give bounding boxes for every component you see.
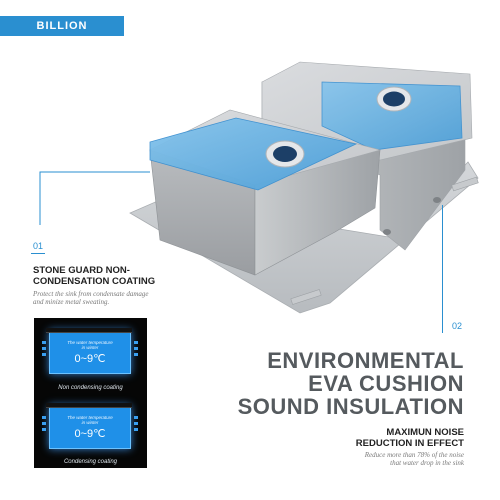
temperature-display-non-condensing: The water temperature in winter 0~9℃ xyxy=(42,328,138,374)
brand-tag: BILLION xyxy=(0,16,124,36)
callout-line-02 xyxy=(442,205,443,333)
display-cap xyxy=(46,328,132,333)
display-caption: The water temperature in winter xyxy=(67,340,113,350)
feature-2-description: Reduce more than 78% of the noise that w… xyxy=(364,451,464,467)
mounting-hole-icon xyxy=(383,229,391,235)
coating-demo-panel: The water temperature in winter 0~9℃ Non… xyxy=(34,318,147,468)
mounting-bracket xyxy=(451,176,479,192)
mounting-hole-icon xyxy=(433,197,441,203)
display-cap xyxy=(46,403,132,408)
feature-number-02: 02 xyxy=(452,321,463,331)
temperature-range: 0~9℃ xyxy=(74,428,106,440)
feature-number-01: 01 xyxy=(33,241,44,251)
indicator-dots xyxy=(134,341,138,359)
indicator-dots xyxy=(42,341,46,359)
non-condensing-label: Non condensing coating xyxy=(58,385,123,391)
indicator-dots xyxy=(134,416,138,434)
feature-2-headline: ENVIRONMENTAL EVA CUSHION SOUND INSULATI… xyxy=(237,348,464,419)
condensing-label: Condensing coating xyxy=(63,459,118,465)
callout-line-01 xyxy=(39,171,150,225)
right-bowl-cushion xyxy=(321,81,463,151)
sink-illustration xyxy=(39,61,479,314)
feature-1-description: Protect the sink from condensate damage … xyxy=(33,290,149,306)
display-caption: The water temperature in winter xyxy=(67,415,113,425)
indicator-dots xyxy=(42,416,46,434)
temperature-display-condensing: The water temperature in winter 0~9℃ xyxy=(42,403,138,449)
temperature-range: 0~9℃ xyxy=(74,353,106,365)
feature-underline-01 xyxy=(31,253,45,254)
feature-1-title: STONE GUARD NON- CONDENSATION COATING xyxy=(33,265,156,287)
mounting-bracket xyxy=(290,289,322,305)
feature-2-subtitle: MAXIMUN NOISE REDUCTION IN EFFECT xyxy=(355,427,464,449)
left-bowl-cushion xyxy=(149,117,358,191)
